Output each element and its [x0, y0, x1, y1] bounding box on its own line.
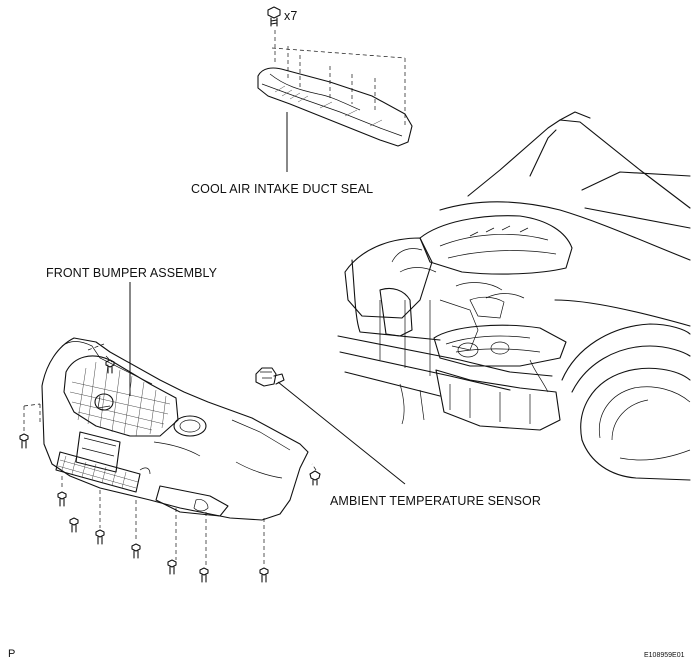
bolt-quantity-label: x7 [284, 9, 298, 23]
bumper-fasteners [19, 343, 321, 583]
bolt-icon [69, 517, 79, 533]
front-bumper-assembly-part [41, 282, 309, 521]
bolt-icon [267, 6, 281, 27]
bolt-icon [167, 559, 177, 575]
bolt-icon [57, 491, 67, 507]
bolt-icon [131, 543, 141, 559]
emblem-icon [94, 393, 114, 411]
ambient-temperature-sensor-part [255, 367, 406, 485]
figure-code: E108959E01 [644, 652, 685, 659]
bolt-icon [259, 567, 269, 583]
page-letter: P [8, 648, 16, 660]
vehicle-engine-bay [337, 111, 691, 481]
bolt-icon [105, 359, 115, 374]
cool-air-intake-duct-seal-label: COOL AIR INTAKE DUCT SEAL [191, 182, 374, 196]
bolt-icon [199, 567, 209, 583]
ambient-temperature-sensor-label: AMBIENT TEMPERATURE SENSOR [330, 494, 541, 508]
cool-air-intake-duct-seal-part [257, 6, 413, 172]
front-bumper-assembly-label: FRONT BUMPER ASSEMBLY [46, 266, 218, 280]
clip-icon [309, 470, 321, 486]
bolt-icon [95, 529, 105, 545]
bolt-icon [19, 433, 29, 449]
